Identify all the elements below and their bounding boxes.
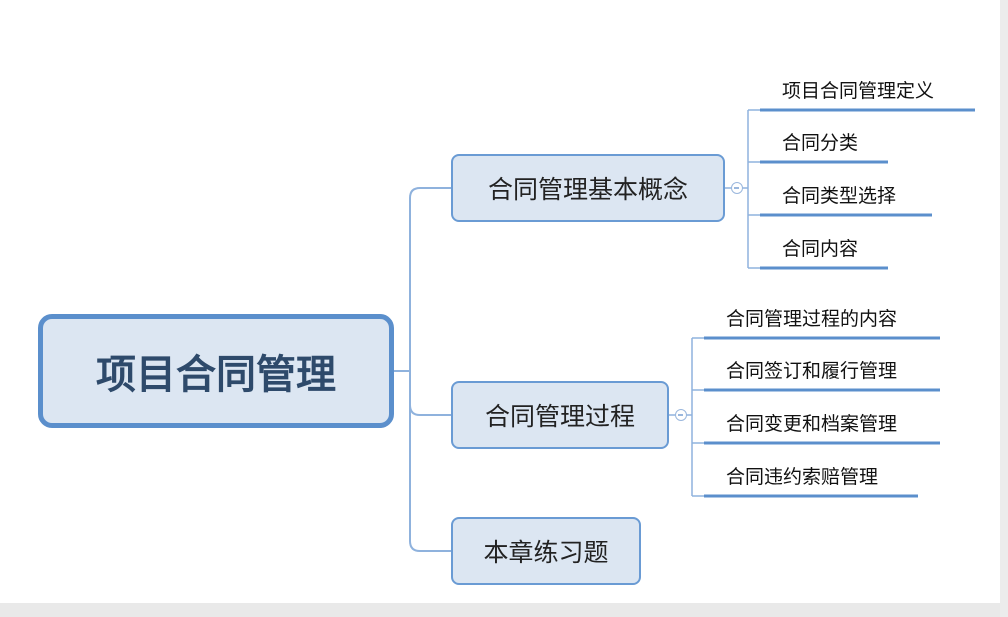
- branch-node-basic-concepts[interactable]: 合同管理基本概念: [451, 154, 725, 222]
- leaf-node[interactable]: 合同类型选择: [782, 185, 897, 207]
- connector-root-to-branch-1: [409, 187, 451, 371]
- branch-node-label: 本章练习题: [483, 538, 609, 567]
- root-node[interactable]: 项目合同管理: [38, 314, 394, 428]
- leaf-node[interactable]: 合同内容: [782, 238, 859, 260]
- branch-node-management-process[interactable]: 合同管理过程: [451, 381, 669, 449]
- connector-root-to-branch-3: [409, 371, 451, 552]
- leaf-node[interactable]: 合同分类: [782, 132, 859, 154]
- root-node-label: 项目合同管理: [96, 352, 336, 398]
- leaf-node[interactable]: 合同变更和档案管理: [726, 413, 898, 435]
- leaf-node[interactable]: 项目合同管理定义: [782, 80, 935, 102]
- frame-edge-right: [1000, 0, 1008, 617]
- leaf-node[interactable]: 合同签订和履行管理: [726, 360, 898, 382]
- branch-node-label: 合同管理基本概念: [487, 175, 688, 204]
- branch-node-label: 合同管理过程: [484, 402, 635, 431]
- leaf-node[interactable]: 合同管理过程的内容: [726, 308, 898, 330]
- branch-node-chapter-exercises[interactable]: 本章练习题: [451, 517, 641, 585]
- frame-edge-bottom: [0, 603, 1008, 617]
- connector-root-to-branch-2: [409, 371, 451, 416]
- collapse-toggle-icon[interactable]: [731, 182, 743, 194]
- collapse-toggle-icon[interactable]: [675, 409, 687, 421]
- leaf-node[interactable]: 合同违约索赔管理: [726, 466, 879, 488]
